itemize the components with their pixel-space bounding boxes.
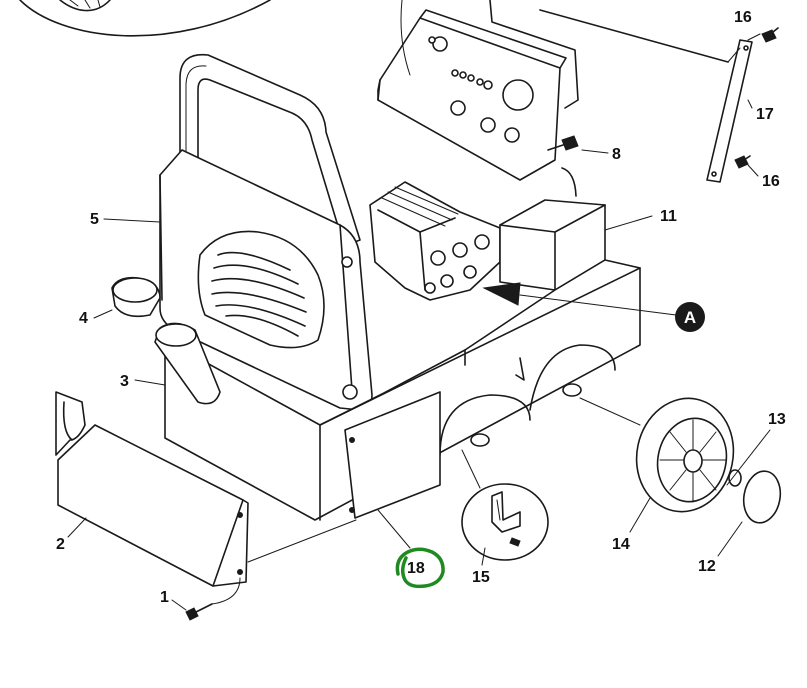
part-number-labels: 1 2 3 4 5 8 11 12 13 14 15 16 16 17 18 (56, 9, 786, 606)
label-part-8: 8 (612, 146, 621, 163)
label-part-12: 12 (698, 558, 716, 575)
control-panel (377, 0, 579, 181)
callout-a-badge: A (675, 302, 705, 332)
leader-lines (67, 33, 771, 611)
screw-1 (185, 603, 213, 621)
label-part-18: 18 (407, 560, 425, 577)
front-skirt-panel (55, 391, 357, 587)
label-part-14: 14 (612, 536, 630, 553)
chassis-frame (164, 259, 641, 521)
pump-assembly (369, 181, 501, 301)
strap-bracket (539, 9, 779, 183)
screw-8 (547, 135, 579, 151)
label-part-15: 15 (472, 569, 490, 586)
label-part-16-top: 16 (734, 9, 752, 26)
callout-a-letter: A (684, 308, 696, 327)
axle-stubs (470, 383, 582, 447)
bracket-detail-circle (461, 449, 549, 561)
label-part-4: 4 (79, 310, 88, 327)
label-part-3: 3 (120, 373, 129, 390)
detail-circle-top-left (19, 0, 271, 37)
highlight-marker-18 (395, 547, 445, 589)
label-part-2: 2 (56, 536, 65, 553)
washer-and-ring (728, 469, 782, 524)
label-part-1: 1 (160, 589, 169, 606)
label-part-11: 11 (660, 208, 677, 225)
label-part-13: 13 (768, 411, 786, 428)
wheel (635, 397, 735, 513)
label-part-5: 5 (90, 211, 99, 228)
inlet-neck (154, 322, 221, 405)
label-part-16-bottom: 16 (762, 173, 780, 190)
label-part-17: 17 (756, 106, 774, 123)
water-tank (499, 167, 606, 291)
side-cover-panel (344, 391, 441, 549)
fill-cap (111, 276, 161, 318)
